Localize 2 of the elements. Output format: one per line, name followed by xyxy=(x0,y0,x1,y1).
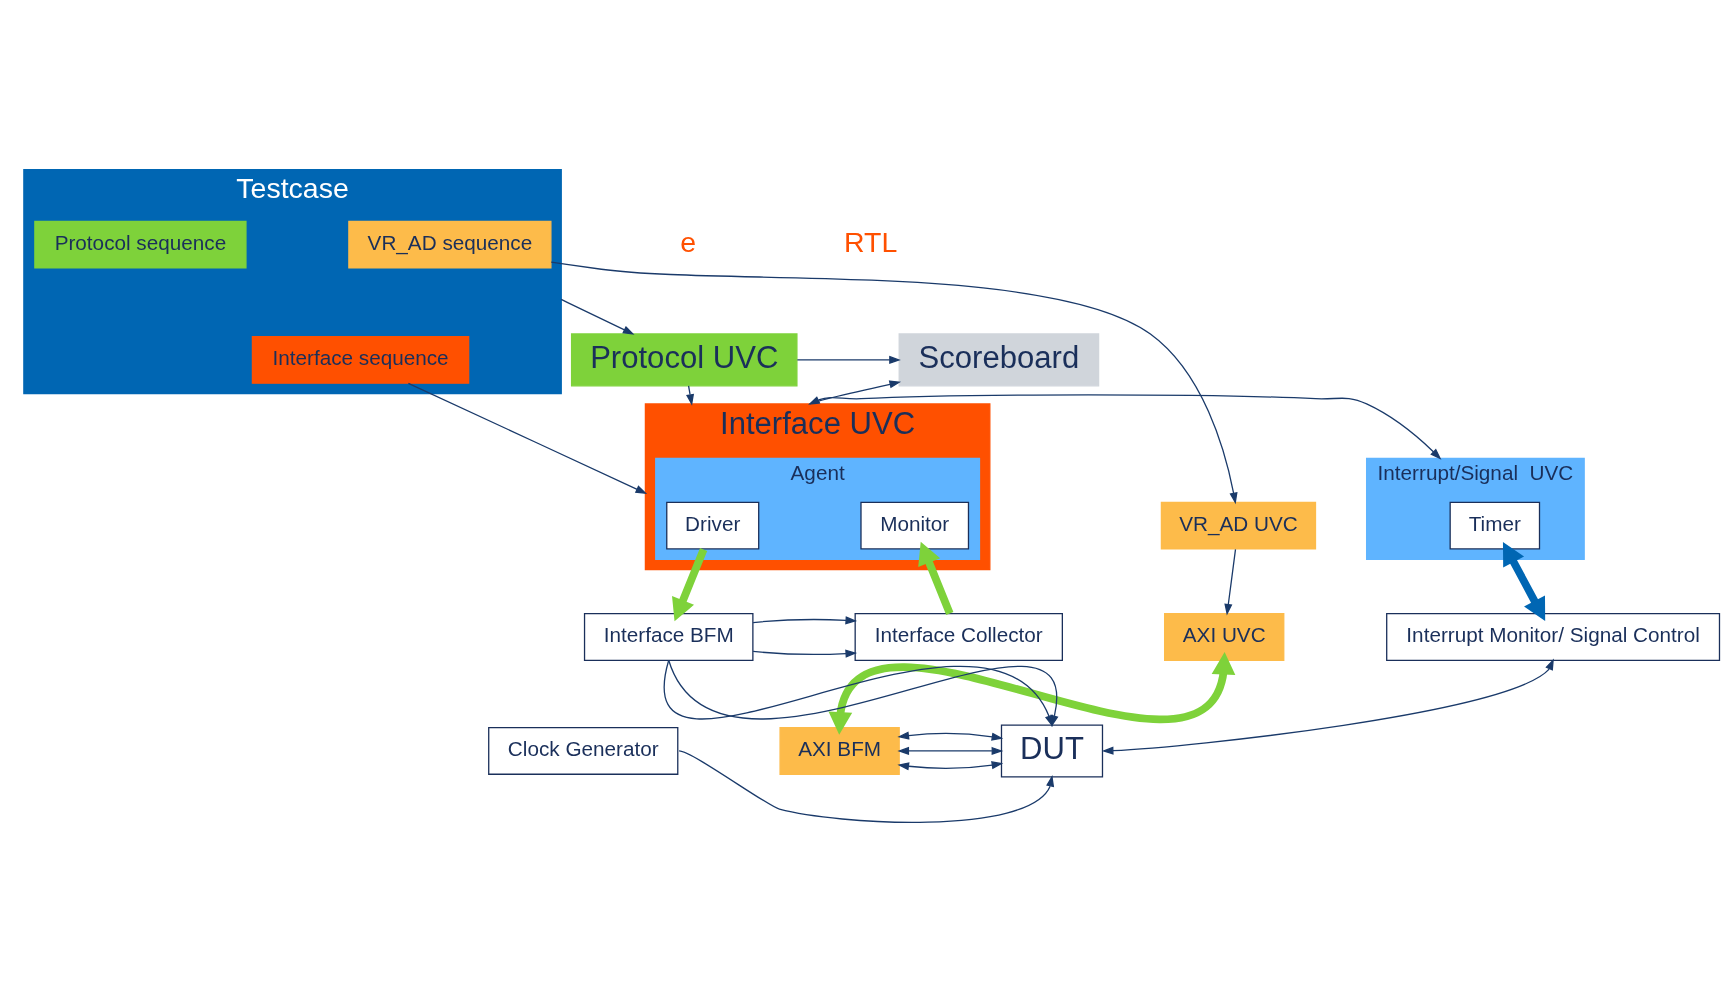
label: e xyxy=(680,225,697,258)
label: RTL xyxy=(844,225,898,258)
